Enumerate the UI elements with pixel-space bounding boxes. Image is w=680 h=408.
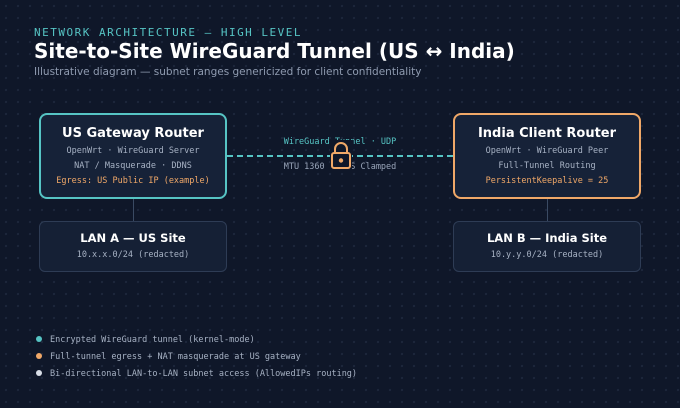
lan-a-subnet: 10.x.x.0/24 (redacted) [76,250,190,260]
legend-text-lan-access: Bi-directional LAN-to-LAN subnet access … [50,369,358,379]
legend-dot-orange [36,352,42,359]
legend-dot-teal [36,335,42,342]
legend-item-egress: Full-tunnel egress + NAT masquerade at U… [36,352,301,362]
lan-b-title: LAN B — India Site [486,231,608,245]
legend-text-tunnel: Encrypted WireGuard tunnel (kernel-mode) [50,335,255,345]
india-client-router-node: India Client Router OpenWrt · WireGuard … [453,113,641,199]
us-router-title: US Gateway Router [62,126,204,141]
legend-dot-white [36,369,42,376]
legend-text-egress: Full-tunnel egress + NAT masquerade at U… [50,352,301,362]
us-router-to-lan-a-connector [133,199,134,221]
india-router-line-routing: Full-Tunnel Routing [498,161,596,171]
legend-item-tunnel: Encrypted WireGuard tunnel (kernel-mode) [36,335,255,345]
us-router-line-nat: NAT / Masquerade · DDNS [74,161,192,171]
diagram-title: Site-to-Site WireGuard Tunnel (US ↔ Indi… [34,39,515,63]
lan-b-node: LAN B — India Site 10.y.y.0/24 (redacted… [453,221,641,272]
india-router-line-software: OpenWrt · WireGuard Peer [485,146,609,156]
lan-b-subnet: 10.y.y.0/24 (redacted) [490,250,604,260]
us-router-line-software: OpenWrt · WireGuard Server [66,146,200,156]
lan-a-title: LAN A — US Site [80,231,186,245]
lan-a-node: LAN A — US Site 10.x.x.0/24 (redacted) [39,221,227,272]
us-gateway-router-node: US Gateway Router OpenWrt · WireGuard Se… [39,113,227,199]
diagram-subtitle: Illustrative diagram — subnet ranges gen… [34,66,422,78]
india-router-title: India Client Router [477,126,617,141]
legend-item-lan-access: Bi-directional LAN-to-LAN subnet access … [36,369,357,379]
india-router-to-lan-b-connector [547,199,548,221]
diagram-eyebrow: NETWORK ARCHITECTURE — HIGH LEVEL [34,26,303,39]
india-router-line-keepalive: PersistentKeepalive = 25 [485,176,609,186]
lock-icon [330,140,352,170]
us-router-line-egress: Egress: US Public IP (example) [56,176,210,186]
